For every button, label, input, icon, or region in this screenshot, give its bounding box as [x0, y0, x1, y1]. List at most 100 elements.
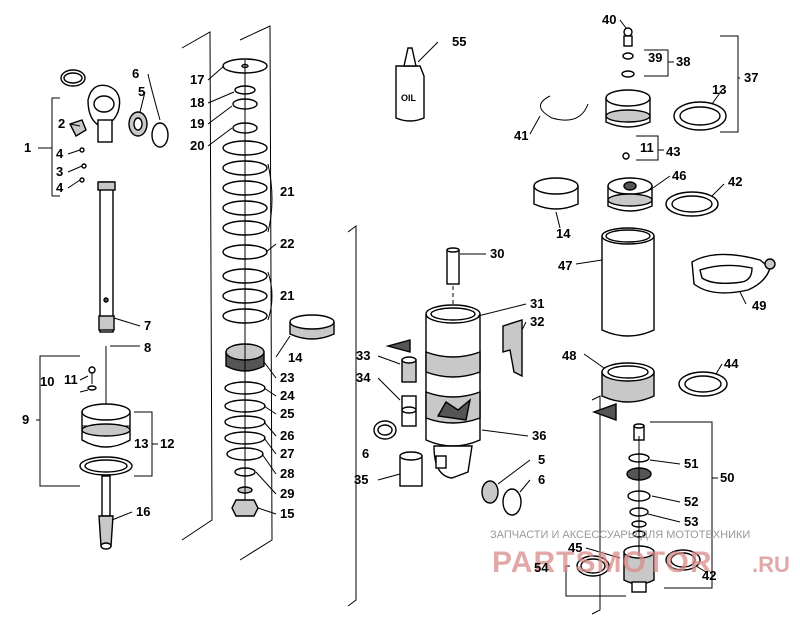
clamp-49 — [691, 253, 776, 294]
nut-15 — [231, 499, 259, 517]
watermark-domain: .RU — [752, 552, 790, 577]
callout-24: 24 — [280, 388, 295, 403]
reservoir-cap-37 — [540, 27, 739, 133]
valve-fittings — [373, 339, 522, 516]
callout-47: 47 — [558, 258, 572, 273]
callout-2: 2 — [58, 116, 65, 131]
decal-32 — [502, 319, 523, 378]
callout-8: 8 — [144, 340, 151, 355]
callout-6-right: 6 — [538, 472, 545, 487]
callout-23: 23 — [280, 370, 294, 385]
bushing-5-center — [481, 480, 499, 504]
callout-18: 18 — [190, 95, 204, 110]
callout-25: 25 — [280, 406, 294, 421]
valve-2 — [69, 119, 87, 137]
callout-30: 30 — [490, 246, 504, 261]
callout-44: 44 — [724, 356, 739, 371]
rod-eye-shank — [97, 119, 113, 143]
callout-20: 20 — [190, 138, 204, 153]
callout-33: 33 — [356, 348, 370, 363]
callout-32: 32 — [530, 314, 544, 329]
callout-6-left: 6 — [132, 66, 139, 81]
reservoir-port — [435, 455, 447, 469]
pin-30 — [446, 249, 460, 285]
callout-52: 52 — [684, 494, 698, 509]
callout-15: 15 — [280, 506, 294, 521]
callout-9: 9 — [22, 412, 29, 427]
watermark-caption: ЗАПЧАСТИ И АКСЕССУАРЫ ДЛЯ МОТОТЕХНИКИ — [490, 529, 750, 541]
callout-50: 50 — [720, 470, 734, 485]
callout-26: 26 — [280, 428, 294, 443]
callout-19: 19 — [190, 116, 204, 131]
callout-41: 41 — [514, 128, 528, 143]
piston-46-group — [533, 152, 719, 217]
callout-40: 40 — [602, 12, 616, 27]
callout-42-upper: 42 — [728, 174, 742, 189]
callout-11-left: 11 — [64, 372, 78, 387]
washer-11 — [87, 385, 97, 391]
callout-51: 51 — [684, 456, 698, 471]
callout-11-right: 11 — [640, 140, 654, 155]
callout-37: 37 — [744, 70, 758, 85]
watermark: ЗАПЧАСТИ И АКСЕССУАРЫ ДЛЯ МОТОТЕХНИКИ PA… — [490, 529, 790, 579]
arrow-marker-right — [591, 403, 617, 421]
shaft-8-assembly — [79, 346, 133, 550]
arrow-marker-center — [385, 339, 411, 353]
callout-34: 34 — [356, 370, 371, 385]
callout-42-lower: 42 — [702, 568, 716, 583]
callout-10: 10 — [40, 374, 54, 389]
callout-54: 54 — [534, 560, 549, 575]
watermark-brand: PARTSMOTOR — [492, 546, 713, 579]
bracket-21-upper — [267, 163, 273, 233]
shim-stack — [222, 58, 335, 517]
callout-4-top: 4 — [56, 146, 64, 161]
reservoir-tube-47 — [601, 227, 655, 337]
callout-13-left: 13 — [134, 436, 148, 451]
rod-eye-assembly — [60, 69, 169, 183]
callout-53: 53 — [684, 514, 698, 529]
bracket-21-lower — [267, 271, 273, 321]
callout-7: 7 — [144, 318, 151, 333]
panel-outlines — [181, 25, 601, 615]
oil-bottle-label: OIL — [401, 93, 417, 103]
callout-4-bottom: 4 — [56, 180, 64, 195]
callout-49: 49 — [752, 298, 766, 313]
callout-46: 46 — [672, 168, 686, 183]
screw-10 — [88, 366, 96, 374]
o-ring-6-lower — [502, 488, 522, 516]
callout-45: 45 — [568, 540, 582, 555]
callout-1: 1 — [24, 140, 31, 155]
callout-27: 27 — [280, 446, 294, 461]
reservoir-end-48 — [591, 362, 728, 421]
callout-48: 48 — [562, 348, 576, 363]
oil-bottle-55: OIL — [395, 47, 425, 122]
screw-11 — [622, 152, 630, 160]
callout-22: 22 — [280, 236, 294, 251]
callout-21-upper: 21 — [280, 184, 294, 199]
callout-29: 29 — [280, 486, 294, 501]
callout-36: 36 — [532, 428, 546, 443]
callout-6-center: 6 — [362, 446, 369, 461]
valve-50-stack — [576, 423, 701, 593]
callout-labels: 1 2 3 4 4 5 6 7 8 9 10 11 12 13 16 17 18… — [22, 12, 766, 583]
callout-38: 38 — [676, 54, 690, 69]
callout-14-center: 14 — [288, 350, 303, 365]
tip-16 — [98, 515, 114, 547]
callout-5-center: 5 — [538, 452, 545, 467]
callout-28: 28 — [280, 466, 294, 481]
screw-40 — [623, 27, 633, 37]
callout-55: 55 — [452, 34, 466, 49]
callout-39: 39 — [648, 50, 662, 65]
callout-17: 17 — [190, 72, 204, 87]
callout-43: 43 — [666, 144, 680, 159]
shock-body-31 — [425, 247, 523, 479]
callout-21-lower: 21 — [280, 288, 294, 303]
callout-16: 16 — [136, 504, 150, 519]
callout-13-right: 13 — [712, 82, 726, 97]
leader-lines — [36, 19, 747, 597]
callout-35: 35 — [354, 472, 368, 487]
callout-14-right: 14 — [556, 226, 571, 241]
callout-3: 3 — [56, 164, 63, 179]
o-ring-6-right — [151, 122, 169, 148]
